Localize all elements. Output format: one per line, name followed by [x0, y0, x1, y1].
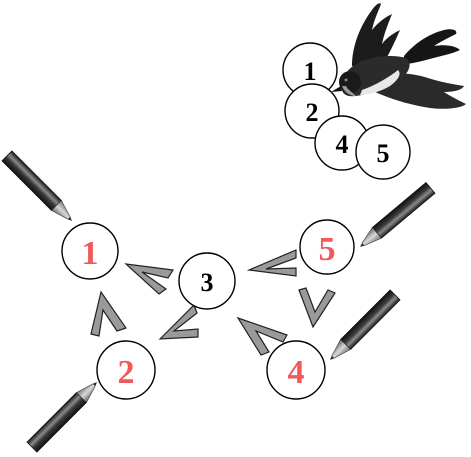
pencil-icon: [355, 182, 436, 253]
node-4: 4: [266, 340, 326, 400]
chevron-2-3: [158, 303, 199, 340]
bird-group-circle: 4: [314, 115, 370, 171]
chevron-3-5: [246, 249, 297, 277]
bird-group-circle: 1: [282, 42, 338, 98]
node-1: 1: [61, 222, 119, 280]
bird-group-label: 5: [377, 139, 390, 168]
node-1-label: 1: [82, 235, 99, 272]
bird-group-label: 4: [336, 130, 349, 159]
node-2: 2: [96, 340, 156, 400]
node-5: 5: [299, 219, 355, 275]
pencil-icon: [324, 289, 401, 366]
chevron-1-3: [124, 263, 175, 295]
bird-group-label: 2: [306, 98, 319, 127]
bird-group-circle: 5: [355, 124, 411, 180]
node-3-label: 3: [201, 268, 214, 297]
chevron-5-4: [298, 287, 336, 329]
pencil-icon: [1, 150, 78, 227]
node-2-label: 2: [118, 354, 135, 391]
node-5-label: 5: [319, 231, 336, 268]
node-4-label: 4: [288, 354, 305, 391]
bird-group-label: 1: [304, 57, 317, 86]
node-3: 3: [178, 252, 236, 310]
bird-icon: [331, 3, 466, 109]
bird-group: 1 2 4 5: [282, 42, 411, 180]
pencil-icon: [26, 376, 103, 453]
chevron-3-4: [236, 316, 288, 356]
chevron-1-2: [90, 290, 127, 337]
